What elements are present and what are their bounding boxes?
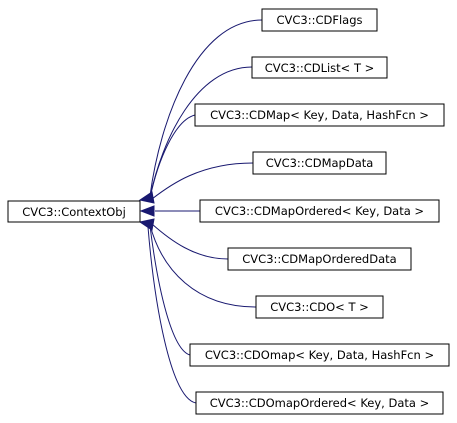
node-cdflags-label: CVC3::CDFlags [276, 13, 362, 27]
edge-cdlist [149, 66, 253, 198]
edge-cdomapordered [147, 226, 197, 404]
edge-cdmap [149, 114, 196, 199]
node-cdmapordered[interactable]: CVC3::CDMapOrdered< Key, Data > [199, 199, 440, 223]
node-cdmapdata-label: CVC3::CDMapData [266, 156, 374, 170]
edge-cdmapdata [151, 162, 254, 200]
edge-cdo [149, 224, 257, 308]
node-cdo[interactable]: CVC3::CDO< T > [255, 295, 384, 319]
node-cdlist[interactable]: CVC3::CDList< T > [251, 56, 388, 79]
node-cdflags[interactable]: CVC3::CDFlags [261, 8, 378, 32]
arrowhead-middle [139, 205, 155, 217]
node-cdomapordered[interactable]: CVC3::CDOmapOrdered< Key, Data > [195, 391, 444, 415]
arrowhead-lower [138, 218, 155, 231]
node-cdlist-label: CVC3::CDList< T > [265, 61, 375, 75]
node-cdmapdata[interactable]: CVC3::CDMapData [252, 151, 387, 175]
node-cdmapordered-label: CVC3::CDMapOrdered< Key, Data > [215, 204, 424, 218]
node-cdmap[interactable]: CVC3::CDMap< Key, Data, HashFcn > [194, 103, 445, 127]
node-cdo-label: CVC3::CDO< T > [270, 300, 369, 314]
edge-cdflags [149, 19, 263, 197]
node-cdmapordereddata-label: CVC3::CDMapOrderedData [242, 252, 396, 266]
edge-cdmapordereddata [151, 223, 229, 260]
node-cdmap-label: CVC3::CDMap< Key, Data, HashFcn > [210, 108, 429, 122]
base-class-node[interactable]: CVC3::ContextObj [7, 200, 141, 223]
arrowheads [138, 191, 155, 231]
node-cdomap[interactable]: CVC3::CDOmap< Key, Data, HashFcn > [189, 343, 450, 367]
base-class-label: CVC3::ContextObj [22, 205, 126, 219]
node-cdomapordered-label: CVC3::CDOmapOrdered< Key, Data > [210, 396, 429, 410]
edge-cdomap [149, 225, 191, 356]
node-cdmapordereddata[interactable]: CVC3::CDMapOrderedData [227, 247, 412, 271]
node-cdomap-label: CVC3::CDOmap< Key, Data, HashFcn > [205, 348, 434, 362]
edges [147, 19, 263, 404]
arrowhead-upper [138, 191, 155, 204]
